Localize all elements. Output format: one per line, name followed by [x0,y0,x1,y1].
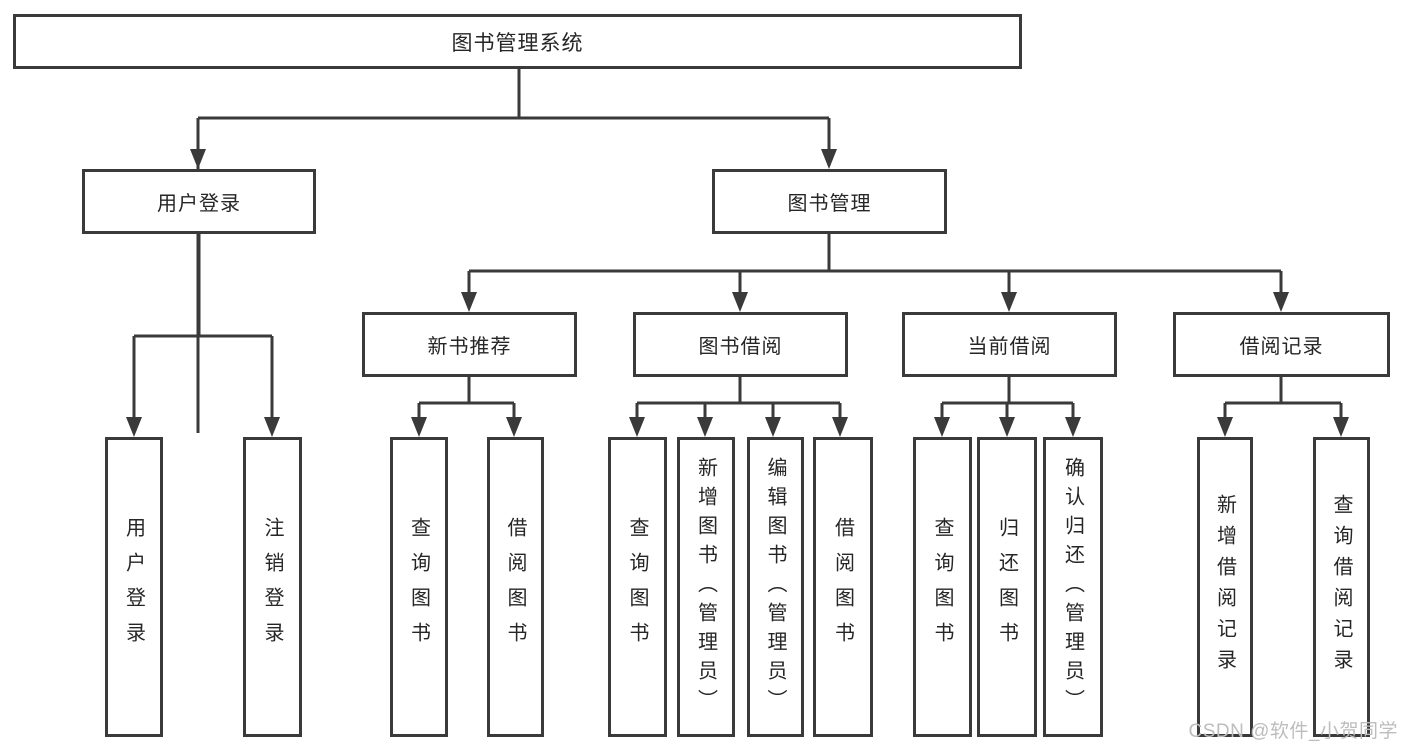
leaf-label: 查询图书 [626,517,648,657]
node-borrowing-records: 借阅记录 [1173,312,1390,377]
connector-record-to-children [1223,377,1343,433]
node-label: 图书管理系统 [451,31,584,55]
leaf-edit-books-admin: 编辑图书（管理员） [747,437,804,737]
leaf-label: 新增图书（管理员） [694,456,717,718]
leaf-label: 确认归还（管理员） [1061,456,1084,718]
leaf-user-login: 用户登录 [105,437,163,737]
leaf-label: 编辑图书（管理员） [764,456,786,718]
leaf-add-books-admin: 新增图书（管理员） [677,437,735,737]
node-label: 新书推荐 [427,336,512,358]
leaf-label: 查询图书 [407,517,430,657]
connector-bookmgmt-to-level3 [467,234,1283,308]
connector-userlogin-to-children [132,234,274,433]
leaf-label: 归还图书 [995,517,1018,657]
leaf-borrow-books: 借阅图书 [813,437,873,737]
leaf-label: 新增借阅记录 [1213,494,1236,680]
leaf-query-books: 查询图书 [913,437,972,737]
leaf-query-books: 查询图书 [390,437,448,737]
leaf-query-books: 查询图书 [608,437,667,737]
node-new-book-recommend: 新书推荐 [362,312,577,377]
node-library-management-system: 图书管理系统 [13,14,1022,69]
node-label: 借阅记录 [1239,336,1324,358]
leaf-query-borrowing-record: 查询借阅记录 [1313,437,1370,737]
connector-bookborrow-to-children [635,377,842,433]
leaf-add-borrowing-record: 新增借阅记录 [1197,437,1253,737]
csdn-watermark: CSDN @软件_小贺同学 [1188,721,1398,742]
leaf-confirm-return-admin: 确认归还（管理员） [1043,437,1103,737]
node-book-borrowing: 图书借阅 [633,312,848,377]
leaf-label: 借阅图书 [831,517,854,657]
leaf-label: 注销登录 [261,517,283,657]
node-label: 图书借阅 [698,336,783,358]
arrowheads [126,149,1349,437]
node-user-login: 用户登录 [82,169,316,234]
node-label: 图书管理 [787,193,872,215]
leaf-logout: 注销登录 [243,437,302,737]
node-label: 当前借阅 [967,336,1052,358]
leaf-return-books: 归还图书 [977,437,1037,737]
connector-root-to-level2 [196,68,831,433]
leaf-label: 查询图书 [931,517,953,657]
node-book-management: 图书管理 [712,169,947,234]
node-label: 用户登录 [157,193,241,215]
leaf-borrow-books: 借阅图书 [487,437,544,737]
connector-newbook-to-children [417,377,516,433]
leaf-label: 查询借阅记录 [1330,494,1352,680]
leaf-label: 用户登录 [122,517,145,657]
leaf-label: 借阅图书 [504,517,526,657]
node-current-borrowing: 当前借阅 [902,312,1117,377]
